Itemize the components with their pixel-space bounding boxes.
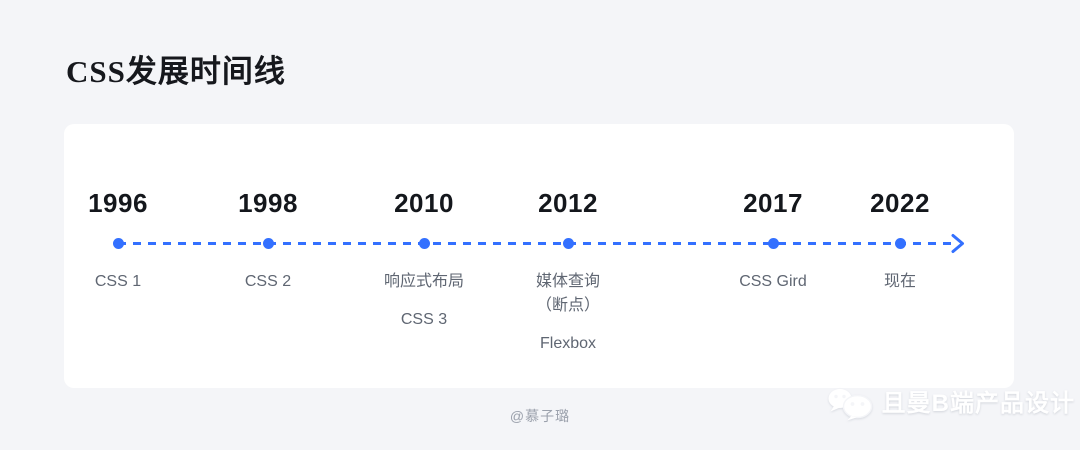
timeline-dot bbox=[767, 238, 779, 249]
page-title: CSS发展时间线 bbox=[66, 54, 286, 89]
timeline-milestone-2017: 2017 CSS Gird bbox=[693, 124, 853, 388]
milestone-notes: 响应式布局 CSS 3 bbox=[344, 270, 504, 346]
timeline-dashed-line bbox=[118, 242, 954, 245]
timeline-card: 1996 CSS 1 1998 CSS 2 2010 响应式布局 CSS 3 bbox=[64, 124, 1014, 388]
milestone-note: 媒体查询 bbox=[535, 273, 600, 290]
milestone-year: 2022 bbox=[870, 188, 930, 218]
milestone-note: CSS 2 bbox=[244, 273, 292, 290]
milestone-note: CSS 3 bbox=[400, 311, 448, 328]
milestone-year: 1998 bbox=[238, 188, 298, 218]
milestone-notes: 现在 bbox=[820, 270, 980, 308]
milestone-notes: CSS 2 bbox=[188, 270, 348, 308]
timeline-milestone-2010: 2010 响应式布局 CSS 3 bbox=[344, 124, 504, 388]
timeline-milestone-1996: 1996 CSS 1 bbox=[38, 124, 198, 388]
timeline-dot bbox=[894, 238, 906, 249]
arrow-right-icon bbox=[950, 233, 966, 254]
timeline-dot bbox=[562, 238, 574, 249]
timeline-dot bbox=[262, 238, 274, 249]
milestone-note: （断点） bbox=[535, 297, 600, 314]
wechat-icon bbox=[827, 387, 875, 421]
milestone-note: Flexbox bbox=[539, 335, 597, 352]
milestone-note: CSS Gird bbox=[739, 273, 807, 290]
timeline-dot bbox=[112, 238, 124, 249]
author-credit: @慕子璐 bbox=[509, 408, 571, 424]
timeline-milestone-2022: 2022 现在 bbox=[820, 124, 980, 388]
timeline-dot bbox=[418, 238, 430, 249]
timeline-milestone-2012: 2012 媒体查询 （断点） Flexbox bbox=[488, 124, 648, 388]
milestone-year: 2010 bbox=[394, 188, 454, 218]
brand-label: 且曼B端产品设计 bbox=[881, 390, 1075, 417]
milestone-notes: CSS Gird bbox=[693, 270, 853, 308]
milestone-year: 2017 bbox=[743, 188, 803, 218]
milestone-notes: 媒体查询 （断点） Flexbox bbox=[488, 270, 648, 370]
milestone-note: 现在 bbox=[883, 273, 916, 290]
milestone-year: 1996 bbox=[88, 188, 148, 218]
milestone-note: CSS 1 bbox=[94, 273, 142, 290]
timeline-milestone-1998: 1998 CSS 2 bbox=[188, 124, 348, 388]
brand-watermark: 且曼B端产品设计 bbox=[827, 387, 1075, 421]
milestone-notes: CSS 1 bbox=[38, 270, 198, 308]
milestone-note: 响应式布局 bbox=[383, 273, 464, 290]
milestone-year: 2012 bbox=[538, 188, 598, 218]
